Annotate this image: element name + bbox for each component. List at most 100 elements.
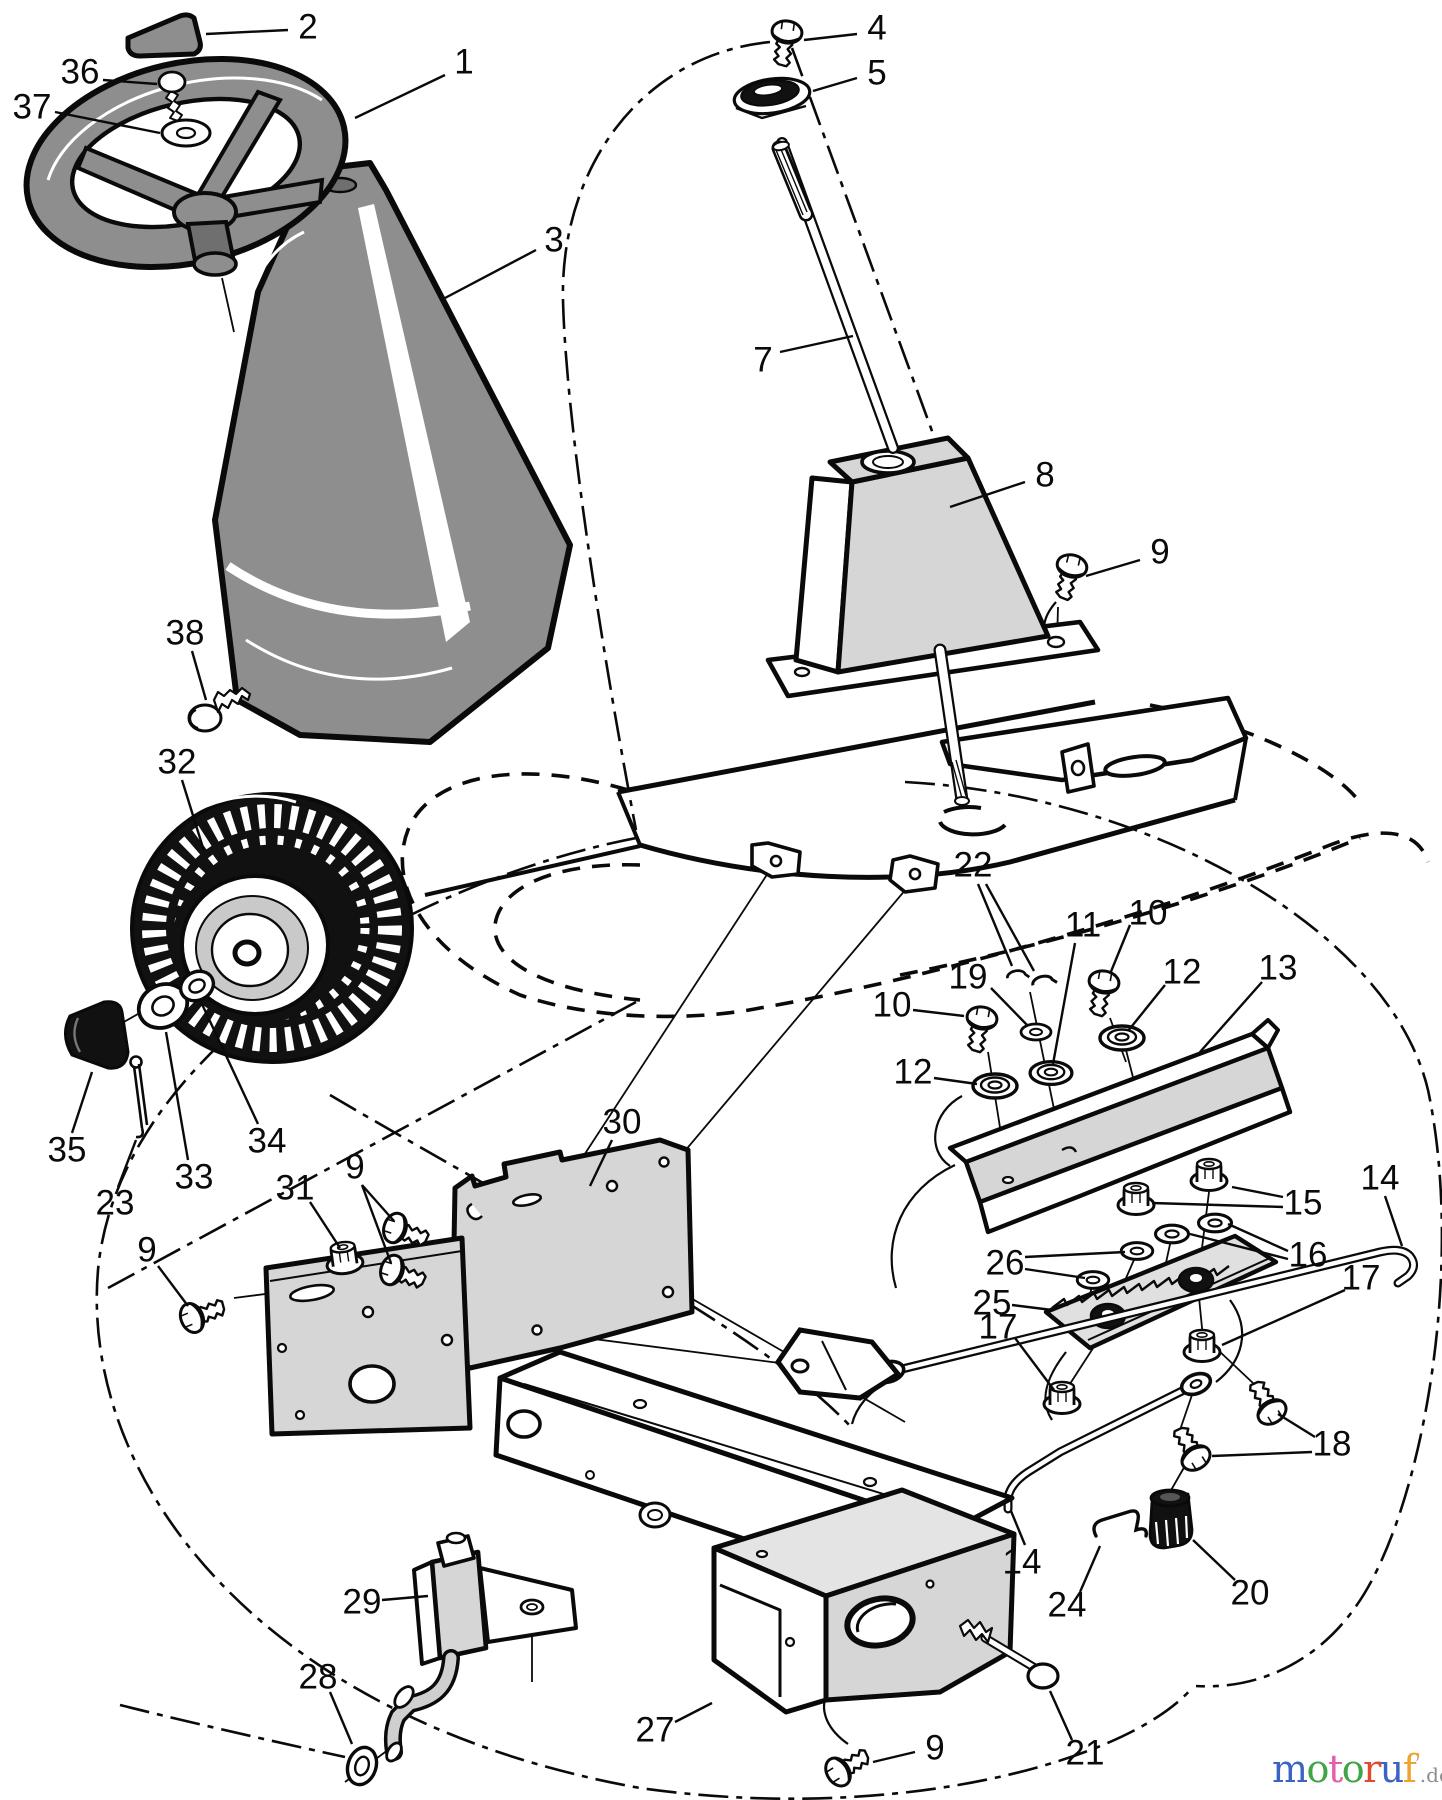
callout-leader-37-43-0 (54, 110, 161, 135)
callout-leader-35-18-0 (70, 1071, 94, 1134)
bolt-part-21 (958, 1618, 1060, 1690)
callout-part-16-27: 16 (1289, 1236, 1328, 1275)
washer-part-34 (178, 969, 216, 1003)
axle-tube (383, 1649, 460, 1763)
callout-leader-36-42-0 (102, 78, 158, 86)
callout-leader-25-30-0 (1011, 1303, 1053, 1312)
bolt-38 (187, 686, 252, 733)
logo-letter-4: r (1363, 1747, 1381, 1791)
callout-part-30-25: 30 (603, 1103, 642, 1142)
callout-part-37-43: 37 (13, 88, 52, 127)
callout-part-26-29: 26 (986, 1244, 1025, 1283)
callout-part-14-34: 14 (1003, 1543, 1042, 1582)
callout-leader-1-0-0 (354, 73, 446, 120)
clip-part-24 (1092, 1509, 1148, 1538)
motoruf-logo: motoruf’.de (1272, 1747, 1442, 1791)
callout-part-25-30: 25 (973, 1284, 1012, 1323)
callout-part-31-22: 31 (276, 1169, 315, 1208)
callout-part-3-2: 3 (544, 221, 563, 260)
callout-part-13-15: 13 (1259, 949, 1298, 988)
callout-leader-30-25-0 (588, 1139, 614, 1187)
callout-part-35-18: 35 (48, 1131, 87, 1170)
callout-part-12-17: 12 (894, 1053, 933, 1092)
callout-leader-23-21-0 (116, 1139, 138, 1188)
callout-leader-15-26-1 (1151, 1201, 1284, 1209)
callout-leader-9-23-0 (361, 1184, 395, 1222)
callout-part-34-19: 34 (248, 1122, 287, 1161)
callout-leader-10-16-0 (912, 1008, 965, 1018)
callout-leader-9-39-0 (872, 1750, 916, 1764)
washer-part-28 (341, 1741, 383, 1791)
callout-leader-26-29-1 (1024, 1267, 1086, 1280)
callout-leader-14-28-0 (1383, 1195, 1404, 1247)
callout-leader-5-4-0 (812, 76, 858, 93)
callout-part-20-36: 20 (1231, 1574, 1270, 1613)
bolt-9-bottom (819, 1739, 877, 1793)
bracket-part-29 (412, 1531, 578, 1666)
assembly-centerlines (95, 40, 1442, 1800)
callout-part-9-24: 9 (137, 1231, 156, 1270)
logo-letter-1: o (1306, 1747, 1330, 1791)
callout-part-32-9: 32 (158, 743, 197, 782)
callout-leader-12-13-0 (1127, 984, 1166, 1032)
callout-leader-33-20-0 (164, 1031, 190, 1161)
callout-leader-29-41-0 (381, 1594, 429, 1602)
callout-part-10-11: 10 (1129, 894, 1168, 933)
deck-frame (424, 695, 1249, 897)
callout-leader-20-36-0 (1192, 1539, 1236, 1581)
callout-part-10-16: 10 (873, 986, 912, 1025)
callout-leader-32-9-0 (180, 779, 206, 852)
callout-part-24-35: 24 (1048, 1586, 1087, 1625)
callout-leader-19-14-0 (990, 987, 1029, 1027)
callout-leader-27-38-0 (674, 1701, 713, 1724)
callout-leader-9-23-1 (360, 1184, 393, 1264)
callout-part-23-21: 23 (96, 1184, 135, 1223)
callout-leader-16-27-0 (1227, 1222, 1289, 1253)
callout-leader-7-5-0 (779, 334, 854, 354)
callout-leader-3-2-0 (444, 248, 537, 300)
logo-letter-3: o (1341, 1747, 1365, 1791)
callout-leader-13-15-0 (1199, 981, 1263, 1053)
callout-part-18-33: 18 (1313, 1425, 1352, 1464)
cap-part-2 (125, 12, 203, 59)
callout-part-1-0: 1 (454, 43, 473, 82)
deck-hardware-stack (959, 967, 1146, 1100)
callout-leader-15-26-0 (1231, 1185, 1284, 1199)
callout-part-15-26: 15 (1284, 1184, 1323, 1223)
bolt-9-tower (1047, 550, 1091, 605)
callout-part-29-41: 29 (343, 1583, 382, 1622)
callout-part-19-14: 19 (949, 958, 988, 997)
console-part-3 (212, 160, 573, 745)
callout-leader-34-19-0 (199, 1001, 260, 1125)
callout-leader-4-3-0 (803, 32, 858, 42)
callout-part-22-10: 22 (954, 846, 993, 885)
logo-letter-2: t (1327, 1747, 1343, 1791)
washer-part-33 (136, 982, 190, 1030)
callout-leader-17-31-0 (1014, 1337, 1055, 1391)
callout-part-17-31: 17 (979, 1308, 1018, 1347)
callout-part-38-8: 38 (166, 614, 205, 653)
washer-37 (160, 118, 212, 148)
steering-wheel-part-1 (23, 55, 349, 277)
callout-leader-22-10-0 (976, 883, 1014, 967)
callout-leader-28-40-0 (328, 1691, 354, 1745)
side-plate-part-30b (263, 1235, 473, 1437)
steering-shaft-part-7 (732, 17, 970, 807)
logo-letter-5: u (1379, 1747, 1404, 1791)
callout-leader-18-33-1 (1211, 1450, 1313, 1458)
callout-leader-17-32-0 (1221, 1288, 1346, 1347)
logo-letter-6: f (1402, 1747, 1417, 1791)
callout-leader-26-29-0 (1024, 1250, 1126, 1259)
callout-part-11-12: 11 (1065, 906, 1101, 945)
callout-leader-9-7-0 (1085, 558, 1141, 578)
steering-arm (774, 1327, 902, 1401)
callout-part-5-4: 5 (867, 54, 886, 93)
callout-leader-11-12-0 (1051, 942, 1077, 1065)
callout-part-17-32: 17 (1342, 1259, 1381, 1298)
callout-leader-31-22-0 (308, 1201, 342, 1249)
cap-nut-part-20 (1148, 1488, 1194, 1550)
callout-part-14-28: 14 (1361, 1159, 1400, 1198)
mount-plate-part-30 (449, 1137, 695, 1371)
